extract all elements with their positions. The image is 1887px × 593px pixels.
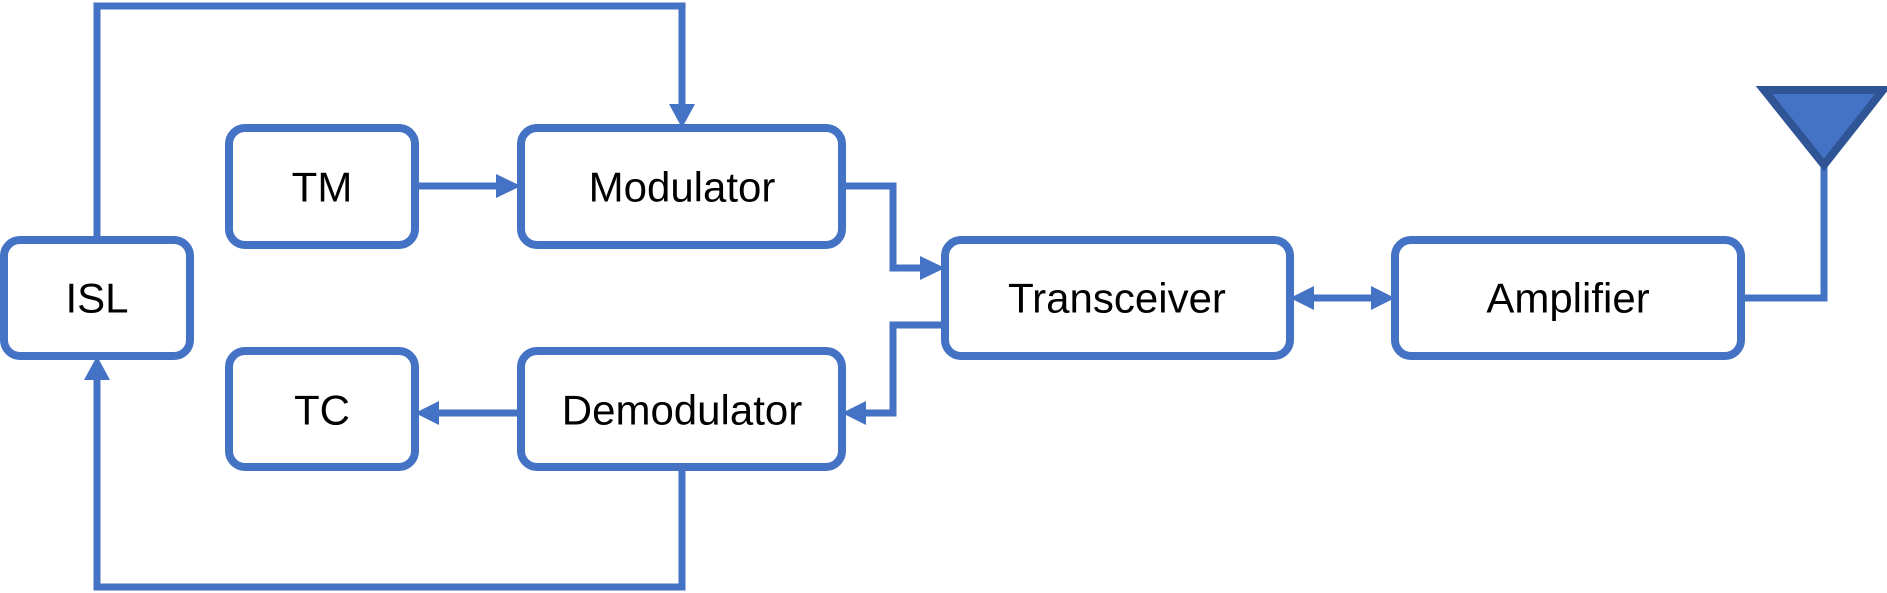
- arrowhead-down: [669, 104, 695, 128]
- antenna-triangle: [1755, 86, 1887, 172]
- arrowhead-right: [920, 256, 945, 280]
- edge-amplifier-to-antenna: [1741, 160, 1828, 302]
- node-amplifier: Amplifier: [1391, 236, 1745, 360]
- edge-demodulator-to-isl-line: [93, 380, 686, 591]
- arrowhead-left: [1290, 286, 1314, 310]
- edge-transceiver-to-demodulator: [842, 321, 945, 425]
- node-tm: TM: [225, 124, 419, 249]
- node-tm-label: TM: [292, 164, 353, 211]
- edge-modulator-to-transceiver: [842, 182, 945, 280]
- node-demodulator-label: Demodulator: [562, 387, 802, 434]
- node-isl-label: ISL: [65, 275, 128, 322]
- node-demodulator: Demodulator: [517, 347, 846, 471]
- edge-transceiver-to-demodulator-line: [866, 321, 945, 417]
- node-isl: ISL: [0, 236, 194, 360]
- antenna-icon: [1755, 86, 1887, 172]
- node-modulator: Modulator: [517, 124, 846, 249]
- node-transceiver: Transceiver: [941, 236, 1294, 360]
- edge-demodulator-to-isl: [84, 356, 686, 591]
- edge-amplifier-to-antenna-line: [1741, 160, 1828, 302]
- edge-demodulator-to-tc: [415, 401, 521, 425]
- edge-isl-to-modulator: [93, 2, 695, 240]
- arrowhead-left: [842, 401, 866, 425]
- edge-modulator-to-transceiver-line: [842, 182, 920, 272]
- arrowhead-left: [415, 401, 439, 425]
- node-tc: TC: [225, 347, 419, 471]
- node-transceiver-label: Transceiver: [1008, 275, 1226, 322]
- edge-tm-to-modulator: [415, 174, 521, 198]
- arrowhead-right: [496, 174, 521, 198]
- node-modulator-label: Modulator: [589, 164, 776, 211]
- edge-isl-to-modulator-line: [93, 2, 686, 240]
- node-tc-box: [225, 347, 419, 471]
- arrowhead-up: [84, 356, 110, 380]
- node-amplifier-label: Amplifier: [1486, 275, 1649, 322]
- arrowhead-right: [1371, 286, 1395, 310]
- edge-transceiver-amplifier: [1290, 286, 1395, 310]
- node-tc-label: TC: [294, 387, 350, 434]
